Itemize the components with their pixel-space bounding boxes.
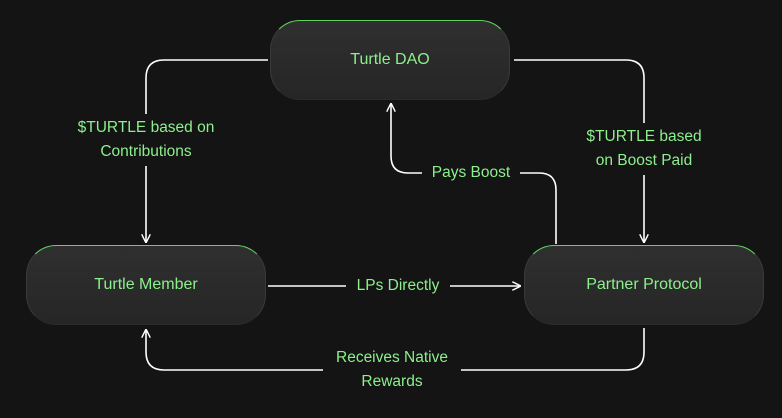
- node-label: Partner Protocol: [586, 276, 702, 293]
- node-label: Turtle Member: [94, 276, 198, 293]
- edge-label-member-to-partner: LPs Directly: [346, 274, 450, 298]
- edge-label-partner-to-dao: Pays Boost: [422, 161, 520, 185]
- edge-label-dao-to-member: $TURTLE based on Contributions: [61, 114, 231, 166]
- node-partner-protocol: Partner Protocol: [524, 245, 764, 325]
- node-turtle-member: Turtle Member: [26, 245, 266, 325]
- node-turtle-dao: Turtle DAO: [270, 20, 510, 100]
- connector-dao-to-partner: [514, 59, 644, 242]
- node-label: Turtle DAO: [350, 51, 430, 68]
- connector-dao-to-member: [146, 59, 268, 242]
- edge-label-dao-to-partner: $TURTLE based on Boost Paid: [569, 123, 719, 175]
- edge-label-partner-to-member: Receives Native Rewards: [323, 346, 461, 394]
